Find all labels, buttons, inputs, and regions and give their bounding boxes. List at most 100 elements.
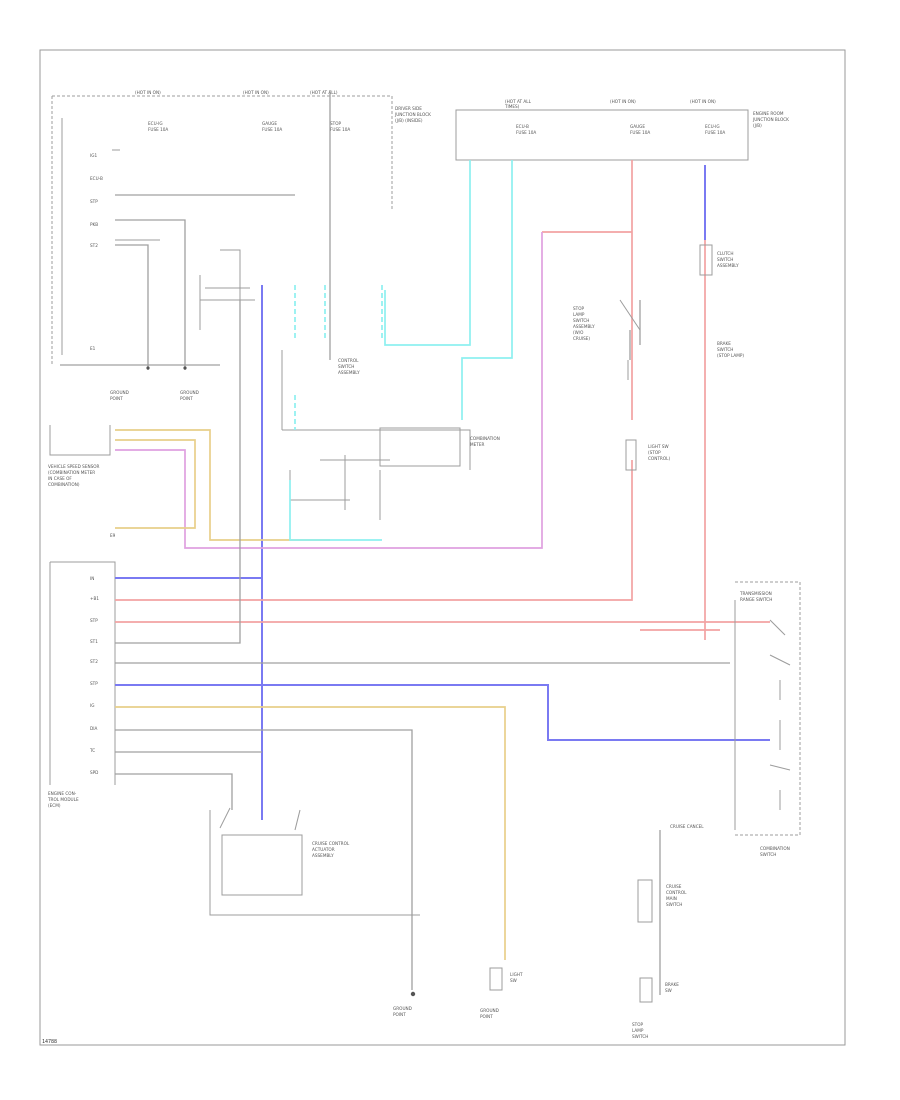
svg-text:FUSE 10A: FUSE 10A <box>516 130 536 135</box>
svg-text:COMBINATION): COMBINATION) <box>48 482 80 487</box>
svg-text:LIGHT SW: LIGHT SW <box>648 444 669 449</box>
svg-text:COMBINATION: COMBINATION <box>760 846 790 851</box>
tan-wire-3 <box>115 706 506 960</box>
svg-text:ACTUATOR: ACTUATOR <box>312 847 335 852</box>
svg-text:(HOT IN ON): (HOT IN ON) <box>243 90 269 95</box>
svg-text:E1: E1 <box>90 346 96 351</box>
svg-text:LAMP: LAMP <box>573 312 585 317</box>
gray-wire-5 <box>115 729 413 990</box>
svg-text:(STOP LAMP): (STOP LAMP) <box>717 353 744 358</box>
svg-text:SPD: SPD <box>90 770 98 775</box>
svg-text:GAUGE: GAUGE <box>630 124 645 129</box>
svg-text:(J/B): (J/B) <box>753 123 762 128</box>
svg-text:CONTROL: CONTROL <box>338 358 359 363</box>
svg-text:ST2: ST2 <box>90 243 98 248</box>
svg-text:JUNCTION BLOCK: JUNCTION BLOCK <box>752 117 789 122</box>
gray-wire-4 <box>115 773 233 810</box>
svg-text:STP: STP <box>90 618 98 623</box>
svg-text:CRUISE: CRUISE <box>666 884 682 889</box>
svg-text:IN CASE OF: IN CASE OF <box>48 476 72 481</box>
svg-text:ST1: ST1 <box>90 639 98 644</box>
svg-text:GROUND: GROUND <box>110 390 129 395</box>
svg-text:STP: STP <box>90 199 98 204</box>
svg-text:ECU-IG: ECU-IG <box>148 121 163 126</box>
svg-text:DIA: DIA <box>90 726 97 731</box>
svg-text:BRAKE: BRAKE <box>665 982 679 987</box>
svg-text:SW: SW <box>510 978 517 983</box>
svg-text:IG: IG <box>90 703 94 708</box>
svg-text:FUSE 10A: FUSE 10A <box>262 127 282 132</box>
svg-text:FUSE 10A: FUSE 10A <box>148 127 168 132</box>
svg-text:(ECM): (ECM) <box>48 803 61 808</box>
svg-text:ST2: ST2 <box>90 659 98 664</box>
left-fuse-box: (HOT IN ON) (HOT IN ON) (HOT AT ALL) ECU… <box>51 90 431 365</box>
svg-text:STOP: STOP <box>573 306 585 311</box>
svg-text:(HOT AT ALL): (HOT AT ALL) <box>310 90 338 95</box>
svg-text:GROUND: GROUND <box>180 390 199 395</box>
svg-text:BRAKE: BRAKE <box>717 341 731 346</box>
svg-text:CONTROL: CONTROL <box>666 890 687 895</box>
svg-text:ENGINE CON-: ENGINE CON- <box>48 791 77 796</box>
svg-text:COMBINATION: COMBINATION <box>470 436 500 441</box>
svg-text:SWITCH: SWITCH <box>338 364 354 369</box>
svg-text:ECU-B: ECU-B <box>90 176 103 181</box>
svg-text:TRANSMISSION: TRANSMISSION <box>739 591 772 596</box>
svg-text:(HOT IN ON): (HOT IN ON) <box>690 99 716 104</box>
svg-text:(HOT IN ON): (HOT IN ON) <box>610 99 636 104</box>
svg-text:METER: METER <box>470 442 484 447</box>
svg-text:+B1: +B1 <box>90 596 99 601</box>
svg-text:SWITCH: SWITCH <box>666 902 682 907</box>
svg-text:POINT: POINT <box>393 1012 406 1017</box>
svg-text:POINT: POINT <box>480 1014 493 1019</box>
svg-text:LAMP: LAMP <box>632 1028 644 1033</box>
pink-wire-1 <box>115 460 633 601</box>
svg-text:GROUND: GROUND <box>480 1008 499 1013</box>
svg-text:FUSE 10A: FUSE 10A <box>630 130 650 135</box>
svg-text:POINT: POINT <box>180 396 193 401</box>
svg-text:SWITCH: SWITCH <box>760 852 776 857</box>
svg-text:FUSE 10A: FUSE 10A <box>705 130 725 135</box>
svg-text:(J/B) (INSIDE): (J/B) (INSIDE) <box>395 118 423 123</box>
svg-text:STP: STP <box>90 681 98 686</box>
svg-text:STOP: STOP <box>632 1022 644 1027</box>
blue-wire-switch <box>115 684 770 741</box>
svg-text:(STOP: (STOP <box>648 450 661 455</box>
svg-text:RANGE SWITCH: RANGE SWITCH <box>740 597 772 602</box>
tan-wire-1 <box>115 429 330 541</box>
svg-text:ASSEMBLY: ASSEMBLY <box>312 853 334 858</box>
svg-text:PKB: PKB <box>90 222 98 227</box>
svg-text:JUNCTION BLOCK: JUNCTION BLOCK <box>394 112 431 117</box>
svg-text:GAUGE: GAUGE <box>262 121 277 126</box>
magenta-wire <box>115 232 543 549</box>
tan-wire-2 <box>115 439 196 529</box>
svg-text:(W/O: (W/O <box>573 330 584 335</box>
svg-text:CRUISE CANCEL: CRUISE CANCEL <box>670 824 704 829</box>
svg-text:TIMES): TIMES) <box>504 104 520 109</box>
svg-text:LIGHT: LIGHT <box>510 972 523 977</box>
svg-text:SW: SW <box>665 988 672 993</box>
cyan-wire-2 <box>461 160 513 420</box>
svg-text:SWITCH: SWITCH <box>573 318 589 323</box>
svg-text:ECU-IG: ECU-IG <box>705 124 720 129</box>
svg-text:ASSEMBLY: ASSEMBLY <box>717 263 739 268</box>
svg-text:CRUISE): CRUISE) <box>573 336 590 341</box>
svg-text:GROUND: GROUND <box>393 1006 412 1011</box>
svg-text:(HOT AT ALL: (HOT AT ALL <box>505 99 532 104</box>
svg-text:ENGINE ROOM: ENGINE ROOM <box>753 111 784 116</box>
diagram-code: 14788 <box>42 1039 57 1045</box>
gray-wire-2 <box>115 300 241 644</box>
svg-text:SWITCH: SWITCH <box>632 1034 648 1039</box>
svg-text:CONTROL): CONTROL) <box>648 456 670 461</box>
engine-control-module: E9 IN +B1 STP ST1 ST2 STP IG DIA TC SPD … <box>47 533 116 808</box>
cyan-wire-3 <box>289 480 382 541</box>
